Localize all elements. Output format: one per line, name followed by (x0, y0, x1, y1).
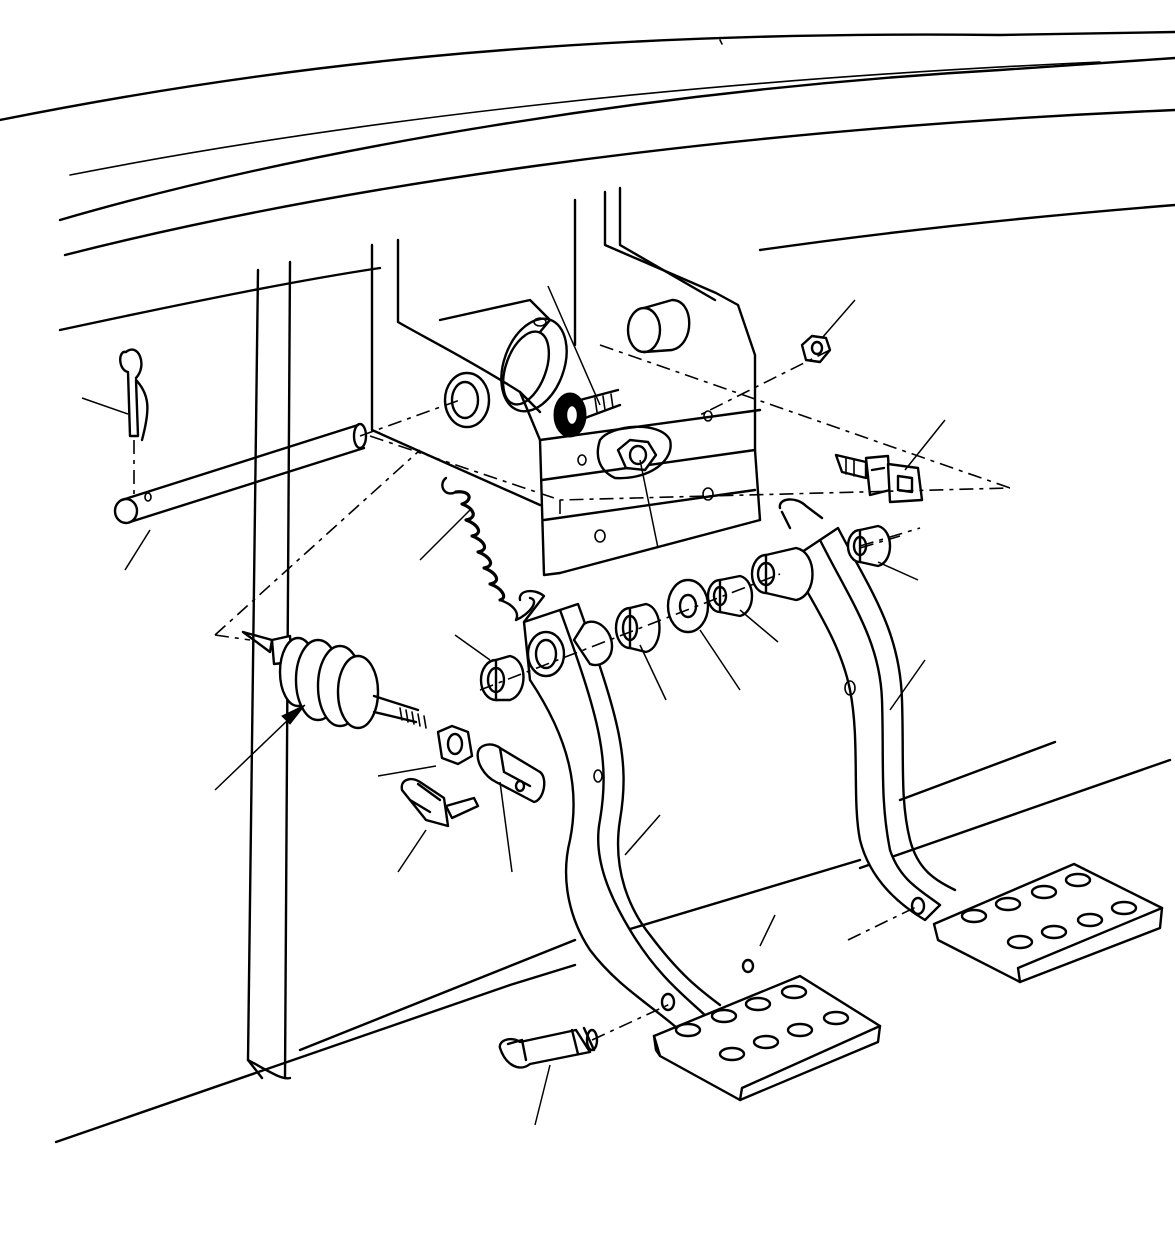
pedal-bushing (479, 654, 525, 702)
assembly-centerlines (133, 344, 1011, 1041)
pointer-arrow (281, 704, 306, 725)
master-cylinder (241, 630, 427, 730)
brake-pedal (750, 498, 957, 922)
leader-lines (81, 285, 946, 1126)
stop-light-switch (834, 453, 924, 504)
small-clip (741, 958, 755, 974)
pedal-pad-right (932, 862, 1164, 984)
lock-nut (616, 438, 658, 472)
pedal-pad (652, 974, 882, 1102)
clevis-pin (498, 1026, 599, 1069)
clutch-pedal (518, 589, 722, 1042)
return-spring (441, 476, 536, 622)
washer (666, 578, 710, 634)
cotter-pin (119, 348, 149, 442)
small-nut (800, 334, 832, 364)
clevis (476, 743, 546, 804)
mounting-bracket (370, 186, 762, 577)
pushrod-nut (436, 724, 474, 766)
spacer (572, 602, 661, 667)
firewall-post (54, 260, 1172, 1144)
dashboard-outline (0, 30, 1175, 332)
retaining-clip (400, 778, 480, 828)
adjuster-bolt (553, 388, 622, 438)
pivot-shaft (113, 422, 368, 525)
spacer-right (706, 574, 754, 618)
